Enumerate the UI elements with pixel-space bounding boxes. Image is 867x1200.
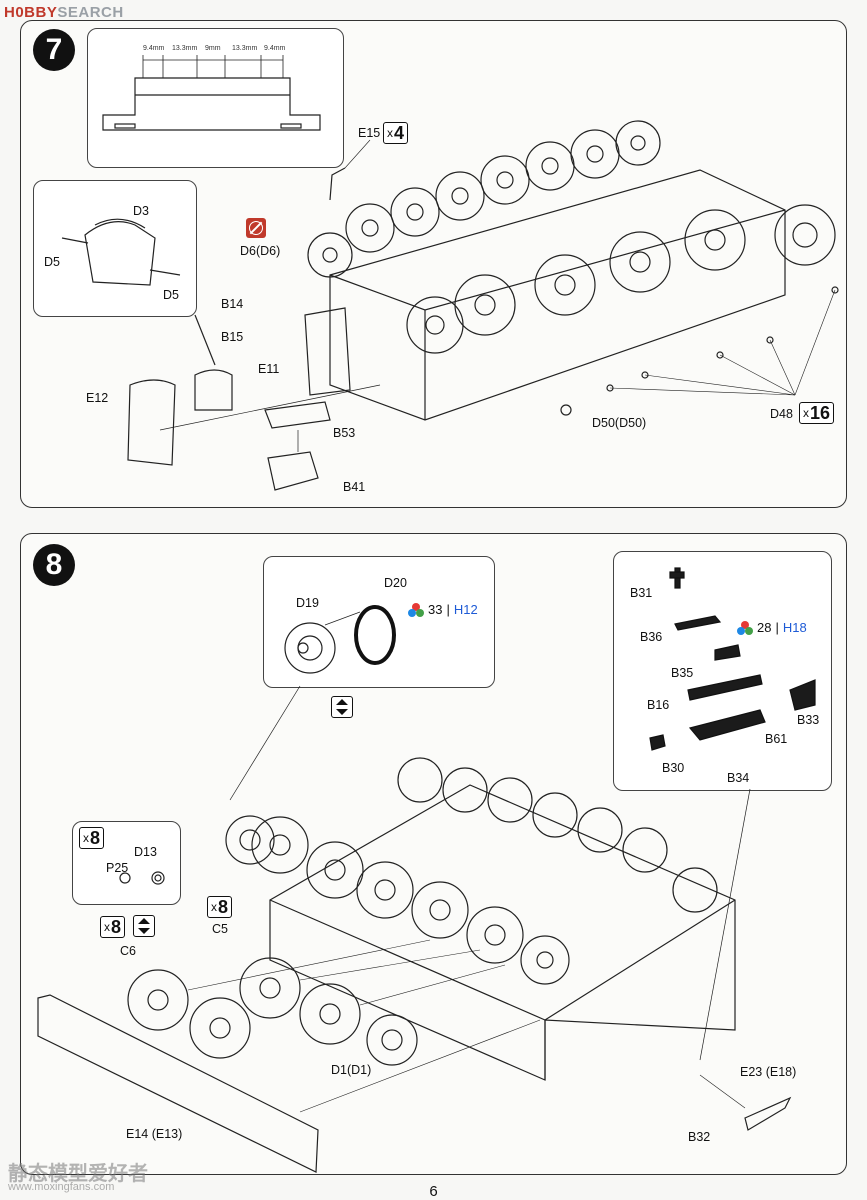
label-b35: B35 [671,666,694,680]
dimension-1: 9.4mm [143,45,165,52]
moxingfans-url: www.moxingfans.com [8,1181,115,1193]
label-b14: B14 [221,297,244,311]
label-c5: C5 [212,922,228,936]
step-8-b-parts-inset [613,551,832,791]
label-d5-right: D5 [163,288,179,302]
label-d48: D48 [770,407,793,421]
label-e15: E15 [358,126,381,140]
label-d19: D19 [296,596,319,610]
label-b53: B53 [333,426,356,440]
label-b41: B41 [343,480,366,494]
step-7-d3-inset [33,180,197,317]
paint-dots-icon [737,620,753,635]
label-b15: B15 [221,330,244,344]
label-b36: B36 [640,630,663,644]
step-8-number: 8 [33,544,75,586]
label-e23: E23 (E18) [740,1065,797,1079]
label-d5-left: D5 [44,255,60,269]
label-d20: D20 [384,576,407,590]
step-7-dimension-inset [87,28,344,168]
moxingfans-watermark: 静态模型爱好者 [8,1161,148,1185]
step-7-number: 7 [33,29,75,71]
label-b32: B32 [688,1130,711,1144]
label-c6: C6 [120,944,136,958]
prohibition-glue-icon [246,218,266,238]
step-8-wheel-inset [263,556,495,688]
label-d6: D6(D6) [240,244,281,258]
label-e14: E14 (E13) [126,1127,183,1141]
label-b16: B16 [647,698,670,712]
label-b34: B34 [727,771,750,785]
label-b61: B61 [765,732,788,746]
dimension-3: 9mm [205,45,221,52]
flip-arrow-icon [331,696,353,718]
label-b33: B33 [797,713,820,727]
label-d1: D1(D1) [331,1063,372,1077]
label-e12: E12 [86,391,109,405]
flip-arrow-icon [133,915,155,937]
dimension-2: 13.3mm [172,45,198,52]
label-p25: P25 [106,861,129,875]
label-b30: B30 [662,761,685,775]
page-number: 6 [429,1183,438,1200]
dimension-5: 9.4mm [264,45,286,52]
paint-callout-2: 28|H18 [737,620,807,635]
label-d13: D13 [134,845,157,859]
dimension-4: 13.3mm [232,45,258,52]
paint-callout-1: 33|H12 [408,602,478,617]
label-b31: B31 [630,586,653,600]
hobbysearch-watermark: H0BBYSEARCH [4,4,124,21]
label-e11: E11 [258,362,280,376]
paint-dots-icon [408,602,424,617]
label-d3: D3 [133,204,149,218]
label-d50: D50(D50) [592,416,647,430]
